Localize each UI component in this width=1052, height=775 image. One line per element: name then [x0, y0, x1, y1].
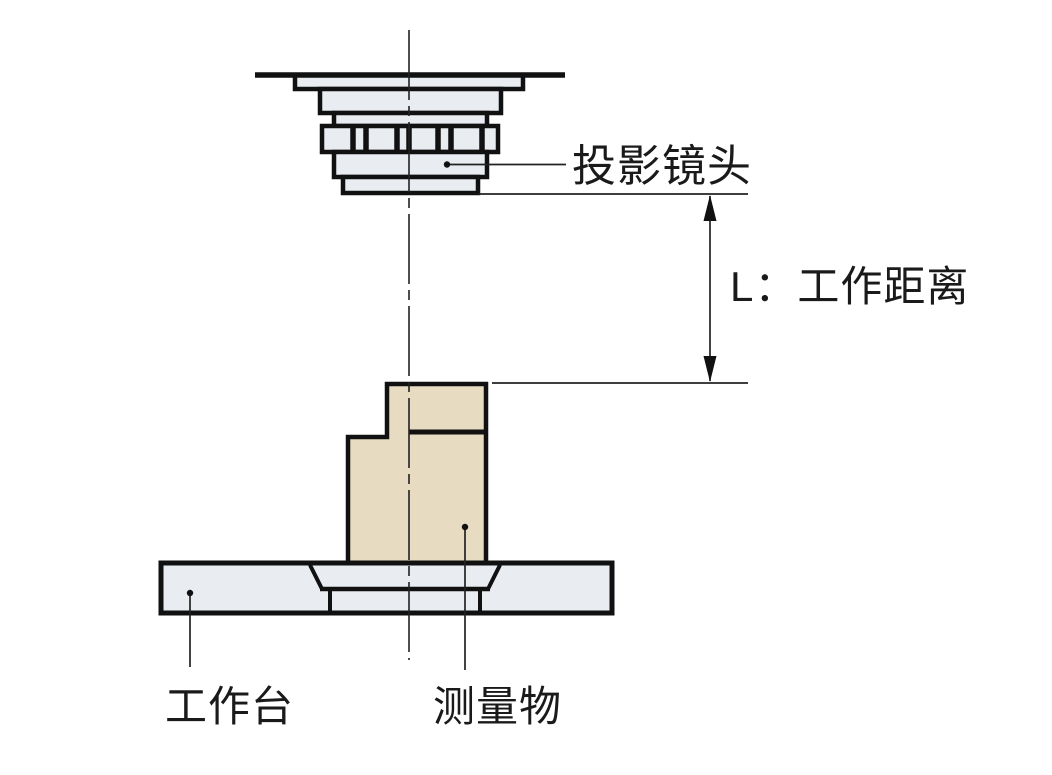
- worktable-leader-dot: [186, 589, 194, 597]
- worktable-label: 工作台: [165, 683, 294, 730]
- working-distance-label: L：工作距离: [730, 263, 969, 310]
- worktable-callout: 工作台: [165, 589, 294, 730]
- worktable: [158, 560, 615, 616]
- measured-object-label: 测量物: [433, 683, 562, 730]
- dimension-arrow-down-icon: [703, 356, 717, 382]
- projection-lens-label: 投影镜头: [572, 142, 752, 191]
- lens-front-ring: [340, 174, 481, 196]
- measured-object-leader-dot: [461, 523, 469, 531]
- lens-upper-barrel: [317, 86, 504, 116]
- projection-lens: [255, 72, 565, 196]
- lens-leader-dot: [443, 161, 451, 168]
- measured-object-callout: 测量物: [433, 523, 562, 730]
- projection-lens-callout: 投影镜头: [443, 142, 752, 191]
- worktable-recess: [308, 564, 502, 612]
- recess-chamfer-right: [486, 564, 502, 590]
- recess-chamfer-left: [308, 564, 324, 590]
- dimension-arrow-up-icon: [703, 195, 717, 221]
- working-distance-dimension: L：工作距离: [479, 193, 969, 384]
